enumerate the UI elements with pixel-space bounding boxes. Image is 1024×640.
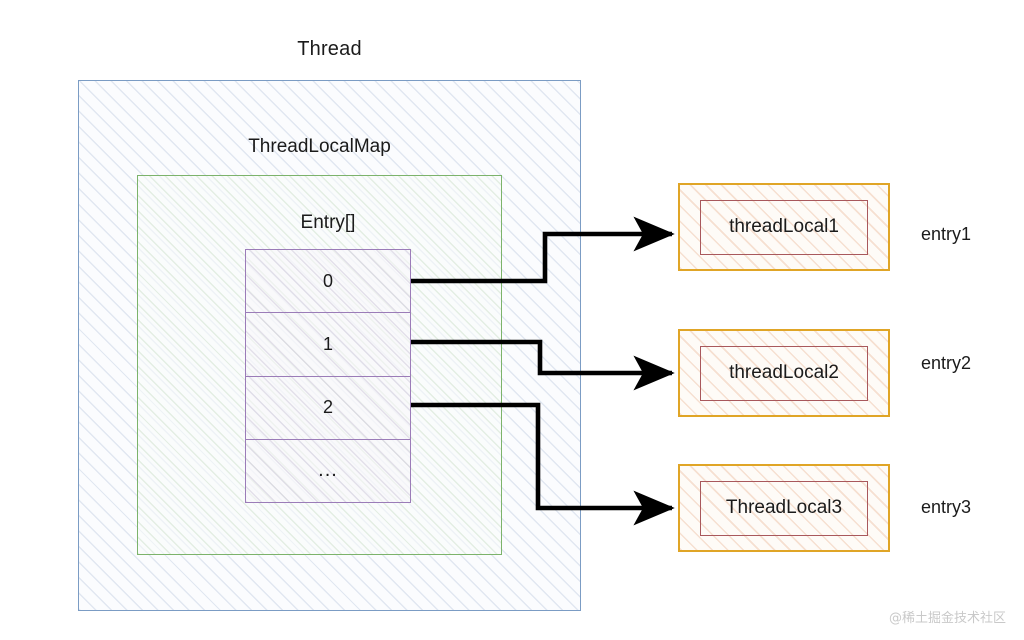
threadlocal-box-1[interactable]: threadLocal1	[678, 183, 890, 271]
thread-title: Thread	[297, 38, 362, 60]
entry-array-title: Entry[]	[300, 212, 356, 233]
threadlocal-inner-3: ThreadLocal3	[700, 480, 868, 536]
threadlocal-box-3[interactable]: ThreadLocal3	[678, 464, 890, 552]
entry-cell-ellipsis[interactable]: ...	[318, 459, 338, 482]
entry-array-table: 0 1 2 ...	[245, 249, 411, 503]
entry-cell-1[interactable]: 1	[246, 313, 410, 377]
entry-label-3: entry3	[921, 497, 972, 517]
threadlocal-box-2[interactable]: threadLocal2	[678, 329, 890, 417]
entry-label-2: entry2	[921, 353, 972, 373]
entry-cell-2[interactable]: 2	[246, 377, 410, 440]
entry-cell-0[interactable]: 0	[246, 250, 410, 314]
threadlocal-name-2: threadLocal2	[729, 362, 839, 383]
threadlocal-inner-2: threadLocal2	[700, 345, 868, 401]
threadlocal-name-1: threadLocal1	[729, 216, 839, 237]
entry-label-1: entry1	[921, 224, 972, 244]
threadlocal-inner-1: threadLocal1	[700, 199, 868, 255]
watermark: @稀土掘金技术社区	[888, 611, 1006, 626]
threadlocal-name-3: ThreadLocal3	[725, 497, 843, 518]
threadlocalmap-title: ThreadLocalMap	[248, 136, 391, 157]
